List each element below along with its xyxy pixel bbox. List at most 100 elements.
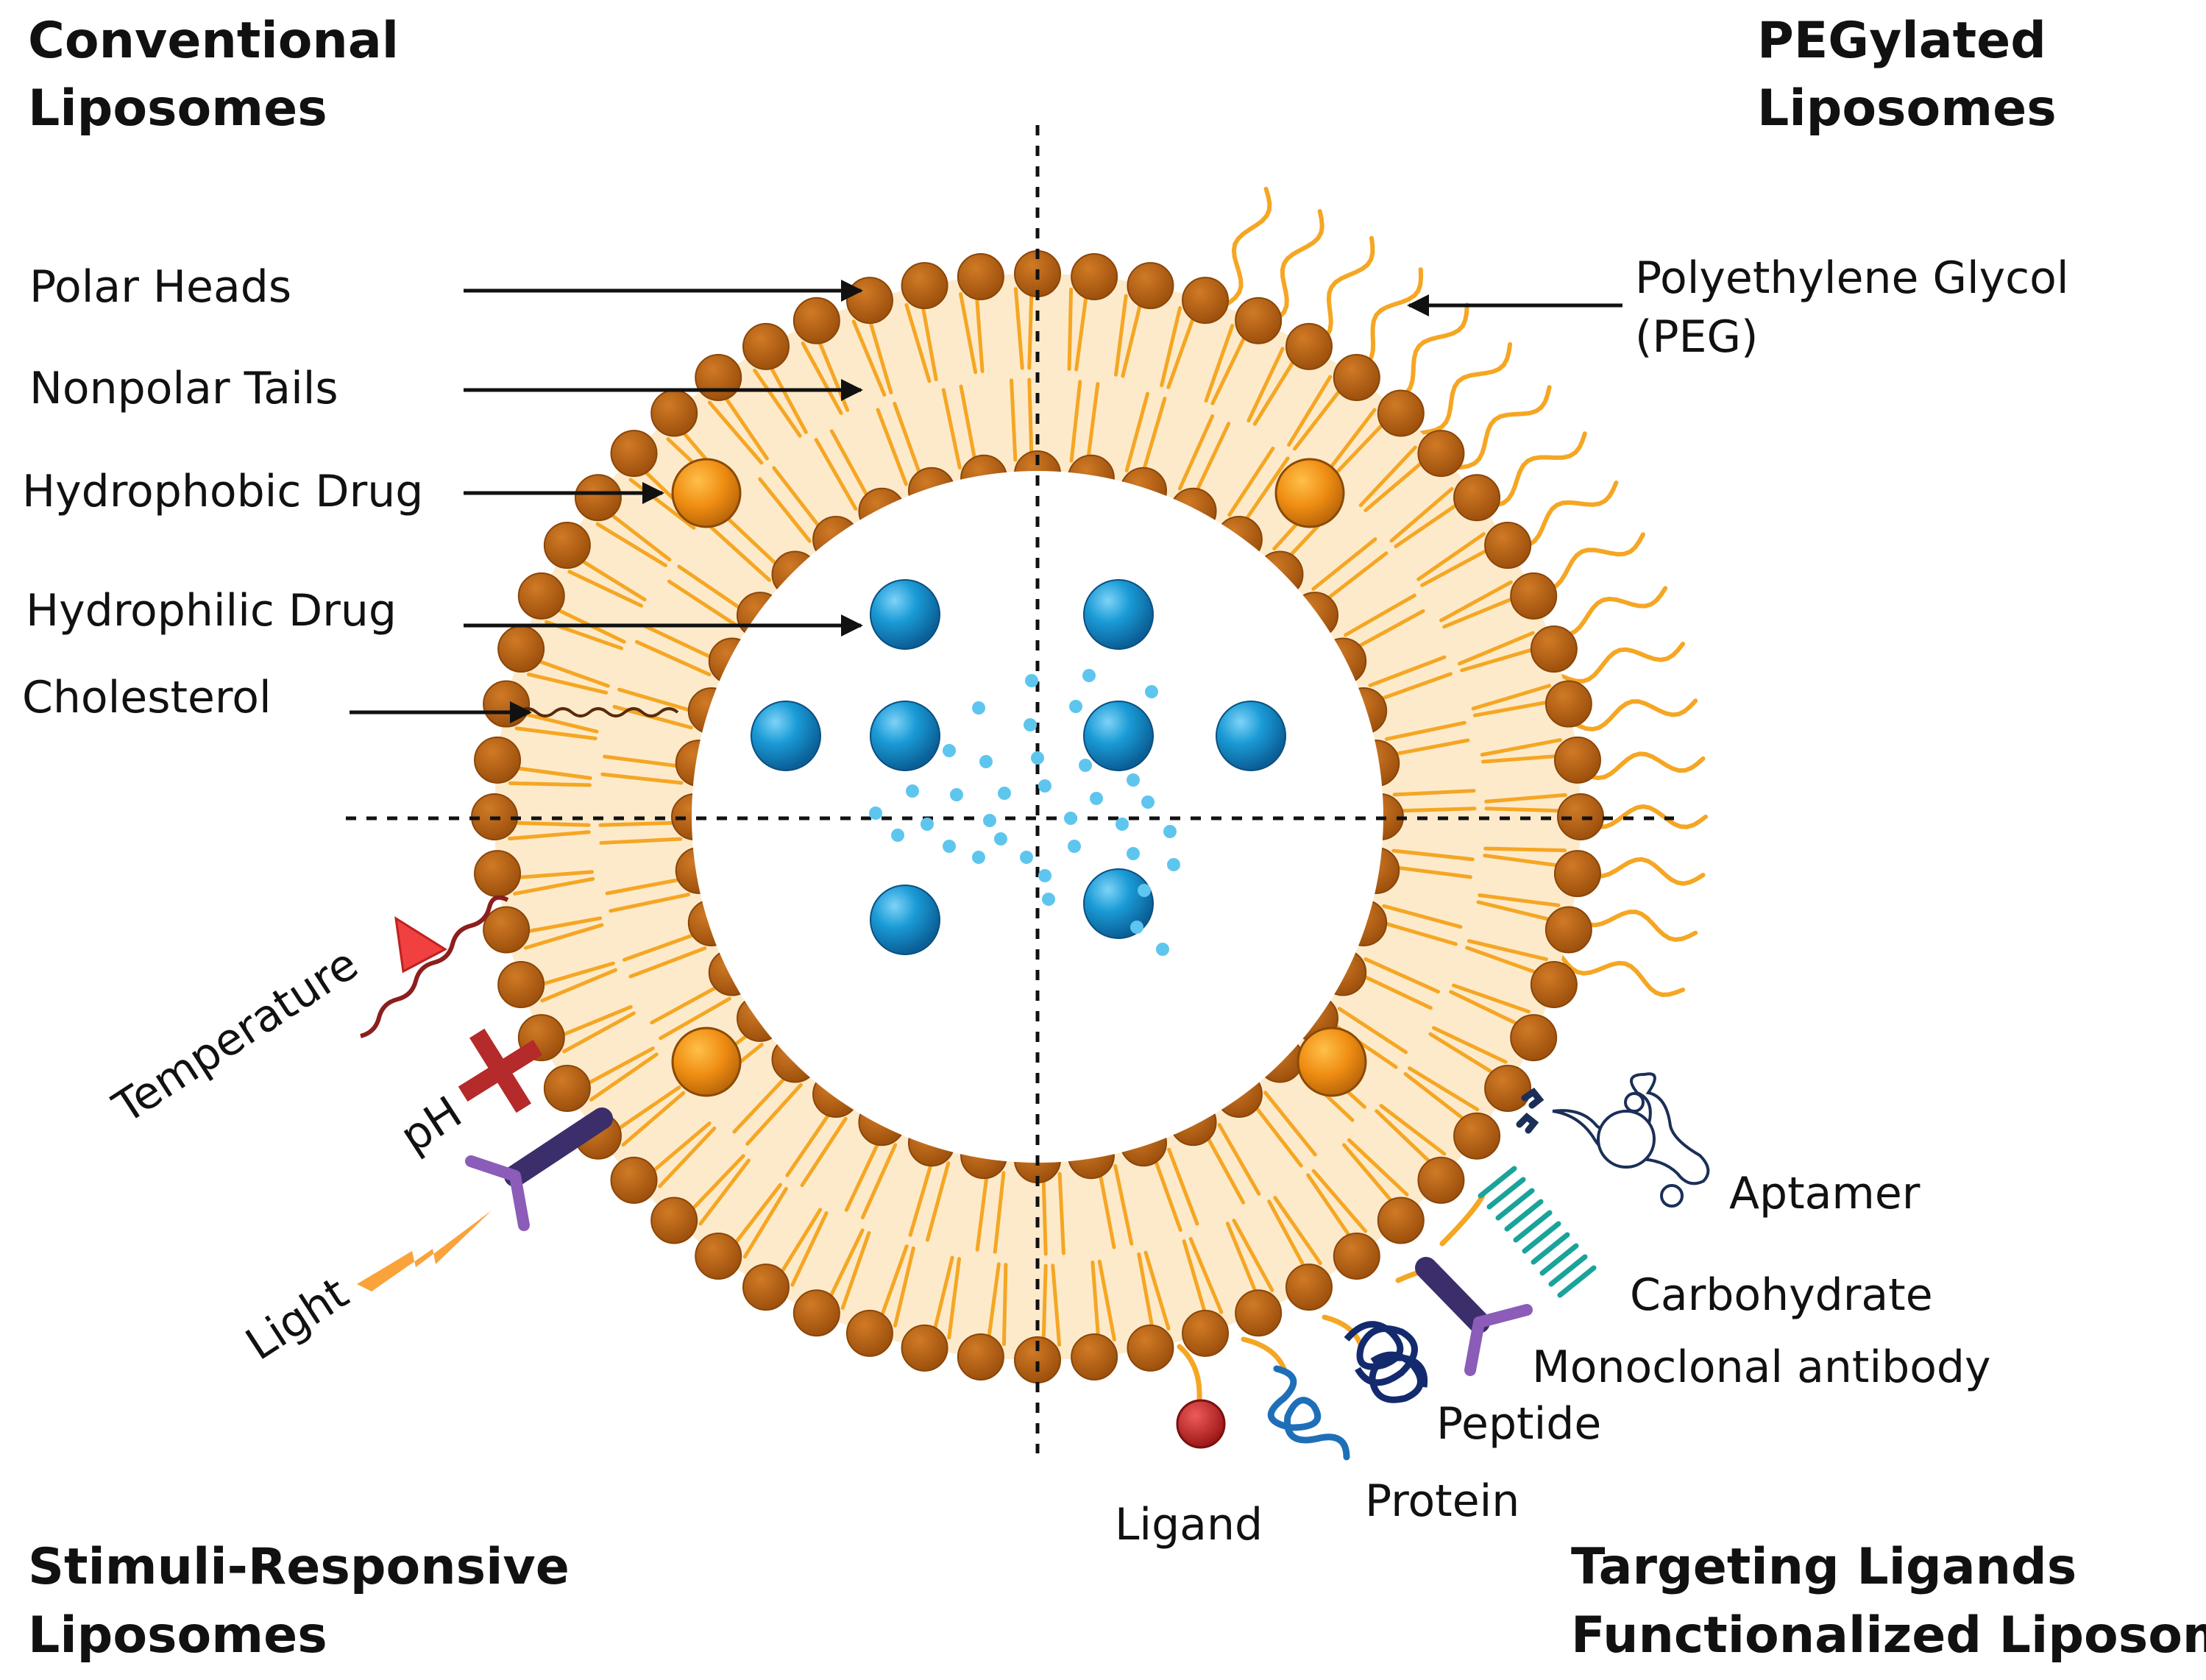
hydrophilic-drug-dot (1038, 869, 1051, 882)
nonpolar-tail (1439, 580, 1513, 623)
nonpolar-tail (507, 820, 591, 827)
hydrophilic-drug-dot (998, 787, 1011, 800)
hydrophobic-drug-sphere (1297, 1027, 1367, 1097)
polar-head (1530, 961, 1578, 1009)
peg-chain (1221, 186, 1272, 309)
nonpolar-tail (1143, 1250, 1171, 1331)
nonpolar-tail (766, 360, 808, 434)
hydrophilic-drug-dot (906, 784, 919, 798)
nonpolar-tail (1232, 1219, 1274, 1292)
hydrophilic-drug-dot (972, 701, 985, 715)
nonpolar-tail (1368, 655, 1447, 687)
nonpolar-tail (1085, 382, 1100, 465)
nonpolar-tail (1160, 306, 1182, 388)
hydrophilic-drug-dot (1130, 921, 1143, 934)
nonpolar-tail (1311, 537, 1377, 591)
nonpolar-tail (1442, 595, 1520, 629)
hydrophilic-drug-dot (1156, 943, 1169, 956)
nonpolar-tail (600, 772, 684, 785)
nonpolar-tail (609, 893, 691, 913)
carbohydrate-icon (1478, 1166, 1597, 1298)
label-monoclonal-antibody: Monoclonal antibody (1532, 1341, 1991, 1393)
nonpolar-tail (826, 1228, 865, 1304)
label-polar-heads: Polar Heads (29, 261, 291, 313)
nonpolar-tail (1379, 1104, 1447, 1156)
targeting-icons (1176, 1072, 1710, 1461)
peg-chain (1451, 385, 1552, 470)
nonpolar-tail (1394, 499, 1464, 548)
nonpolar-tail (709, 525, 772, 582)
hydrophobic-drugs (671, 458, 1367, 1097)
ph-cross-icon (458, 1028, 543, 1113)
hydrophilic-drug-dot (921, 818, 934, 831)
nonpolar-tail (1403, 1071, 1471, 1125)
peg-chain (1576, 751, 1706, 781)
polar-head (1285, 322, 1333, 370)
nonpolar-tail (1210, 330, 1249, 405)
nonpolar-tail (1204, 324, 1235, 403)
label-peptide: Peptide (1436, 1398, 1601, 1450)
nonpolar-tail (1182, 1239, 1208, 1319)
nonpolar-tail (1358, 445, 1417, 508)
polar-head (1377, 389, 1425, 437)
nonpolar-tail (514, 726, 597, 741)
hydrophilic-drug-dot (1082, 669, 1096, 682)
nonpolar-tail (535, 961, 615, 988)
hydrophilic-drug-dot (1038, 779, 1051, 793)
hydrophilic-drug-dot (1163, 825, 1177, 838)
hydrophilic-drug-dot (869, 807, 882, 820)
nonpolar-tail (776, 1208, 823, 1280)
nonpolar-tail (893, 402, 923, 481)
nonpolar-tail (1460, 646, 1540, 673)
nonpolar-tail (1337, 1007, 1408, 1055)
nonpolar-tail (1027, 286, 1034, 370)
polar-head (610, 1156, 658, 1204)
nonpolar-tail (523, 923, 604, 950)
hydrophilic-drug-dot (1020, 851, 1033, 864)
nonpolar-tail (1431, 1026, 1508, 1064)
nonpolar-tail (603, 754, 686, 769)
polar-head (1127, 1324, 1174, 1372)
label-carbohydrate: Carbohydrate (1630, 1269, 1933, 1321)
polar-head (1453, 474, 1501, 522)
hydrophobic-drug-sphere (1274, 458, 1345, 528)
nonpolar-tail (860, 1143, 898, 1219)
nonpolar-tail (1013, 287, 1024, 370)
stimuli-icons (357, 895, 613, 1291)
nonpolar-tail (1292, 383, 1346, 451)
nonpolar-tail (1347, 1138, 1409, 1197)
nonpolar-tail (659, 996, 731, 1041)
nonpolar-tail (1311, 1169, 1368, 1233)
nonpolar-tail (1388, 738, 1470, 757)
nonpolar-tail (1137, 1252, 1155, 1335)
nonpolar-tail (1090, 1260, 1101, 1344)
nonpolar-tail (1389, 865, 1472, 879)
label-temperature: Temperature (104, 938, 367, 1134)
aptamer-icon (1516, 1072, 1710, 1208)
nonpolar-tail (800, 1116, 848, 1188)
peg-chain (1559, 955, 1686, 997)
polar-head (792, 297, 840, 344)
nonpolar-tail (1069, 380, 1082, 463)
nonpolar-tail (1124, 391, 1150, 472)
nonpolar-tail (851, 319, 887, 397)
nonpolar-tail (635, 639, 712, 677)
polar-head (1235, 1289, 1283, 1337)
polar-head (1510, 572, 1558, 620)
nonpolar-tail (1483, 846, 1567, 853)
nonpolar-tail (1341, 1143, 1397, 1208)
nonpolar-tail (959, 384, 978, 467)
nonpolar-tail (707, 400, 764, 465)
nonpolar-tail (878, 1244, 909, 1323)
label-nonpolar-tails: Nonpolar Tails (29, 363, 338, 414)
nonpolar-tail (1324, 408, 1377, 475)
nonpolar-tail (647, 1121, 712, 1177)
nonpolar-tail (1428, 1032, 1500, 1078)
nonpolar-tail (1152, 1153, 1182, 1232)
nonpolar-tail (598, 820, 682, 827)
nonpolar-tail (508, 781, 592, 787)
nonpolar-tail (1273, 1196, 1322, 1266)
polar-head (742, 1263, 790, 1311)
nonpolar-tail (658, 1126, 717, 1188)
